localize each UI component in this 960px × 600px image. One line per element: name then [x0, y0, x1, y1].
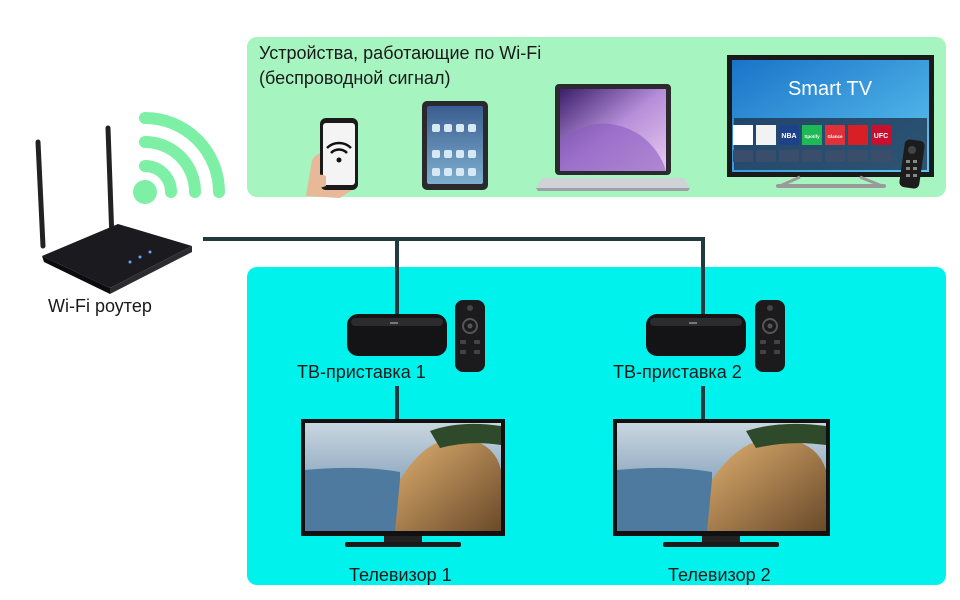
cable-lines	[203, 237, 705, 419]
set-top-box-1-icon	[347, 314, 447, 356]
wifi-zone-title-line-1: Устройства, работающие по Wi-Fi	[259, 43, 542, 63]
smartphone-icon	[306, 118, 359, 198]
app-tile	[825, 125, 845, 145]
laptop-icon	[536, 84, 690, 191]
wifi-zone-title-line-2: (беспроводной сигнал)	[259, 68, 451, 88]
app-tile	[848, 125, 868, 145]
router-label: Wi-Fi роутер	[48, 296, 152, 316]
tv-1-label: Телевизор 1	[349, 565, 452, 585]
remote-control-2-icon	[755, 300, 785, 372]
set-top-box-2-label: ТВ-приставка 2	[613, 362, 742, 382]
app-tile	[802, 125, 822, 145]
tv-1-icon	[301, 419, 505, 547]
tv-2-icon	[613, 419, 830, 547]
tv-2-label: Телевизор 2	[668, 565, 771, 585]
set-top-box-1-label: ТВ-приставка 1	[297, 362, 426, 382]
app-tile-label: UFC	[874, 133, 888, 140]
router-icon	[35, 125, 192, 294]
remote-control-1-icon	[455, 300, 485, 372]
app-tile-label: Glance	[827, 134, 843, 139]
smart-tv-text: Smart TV	[788, 78, 873, 100]
app-tile-label: Spotify	[804, 134, 820, 139]
app-tile-label: NBA	[781, 133, 796, 140]
wifi-signal-icon	[133, 112, 225, 204]
smart-tv-app-tiles: NBA Spotify Glance UFC	[779, 125, 891, 145]
set-top-box-2-icon	[646, 314, 746, 356]
smart-tv-icon: NBA Spotify Glance UFC	[727, 55, 934, 189]
app-tile	[871, 125, 891, 145]
tablet-icon	[422, 101, 488, 190]
app-tile	[779, 125, 799, 145]
